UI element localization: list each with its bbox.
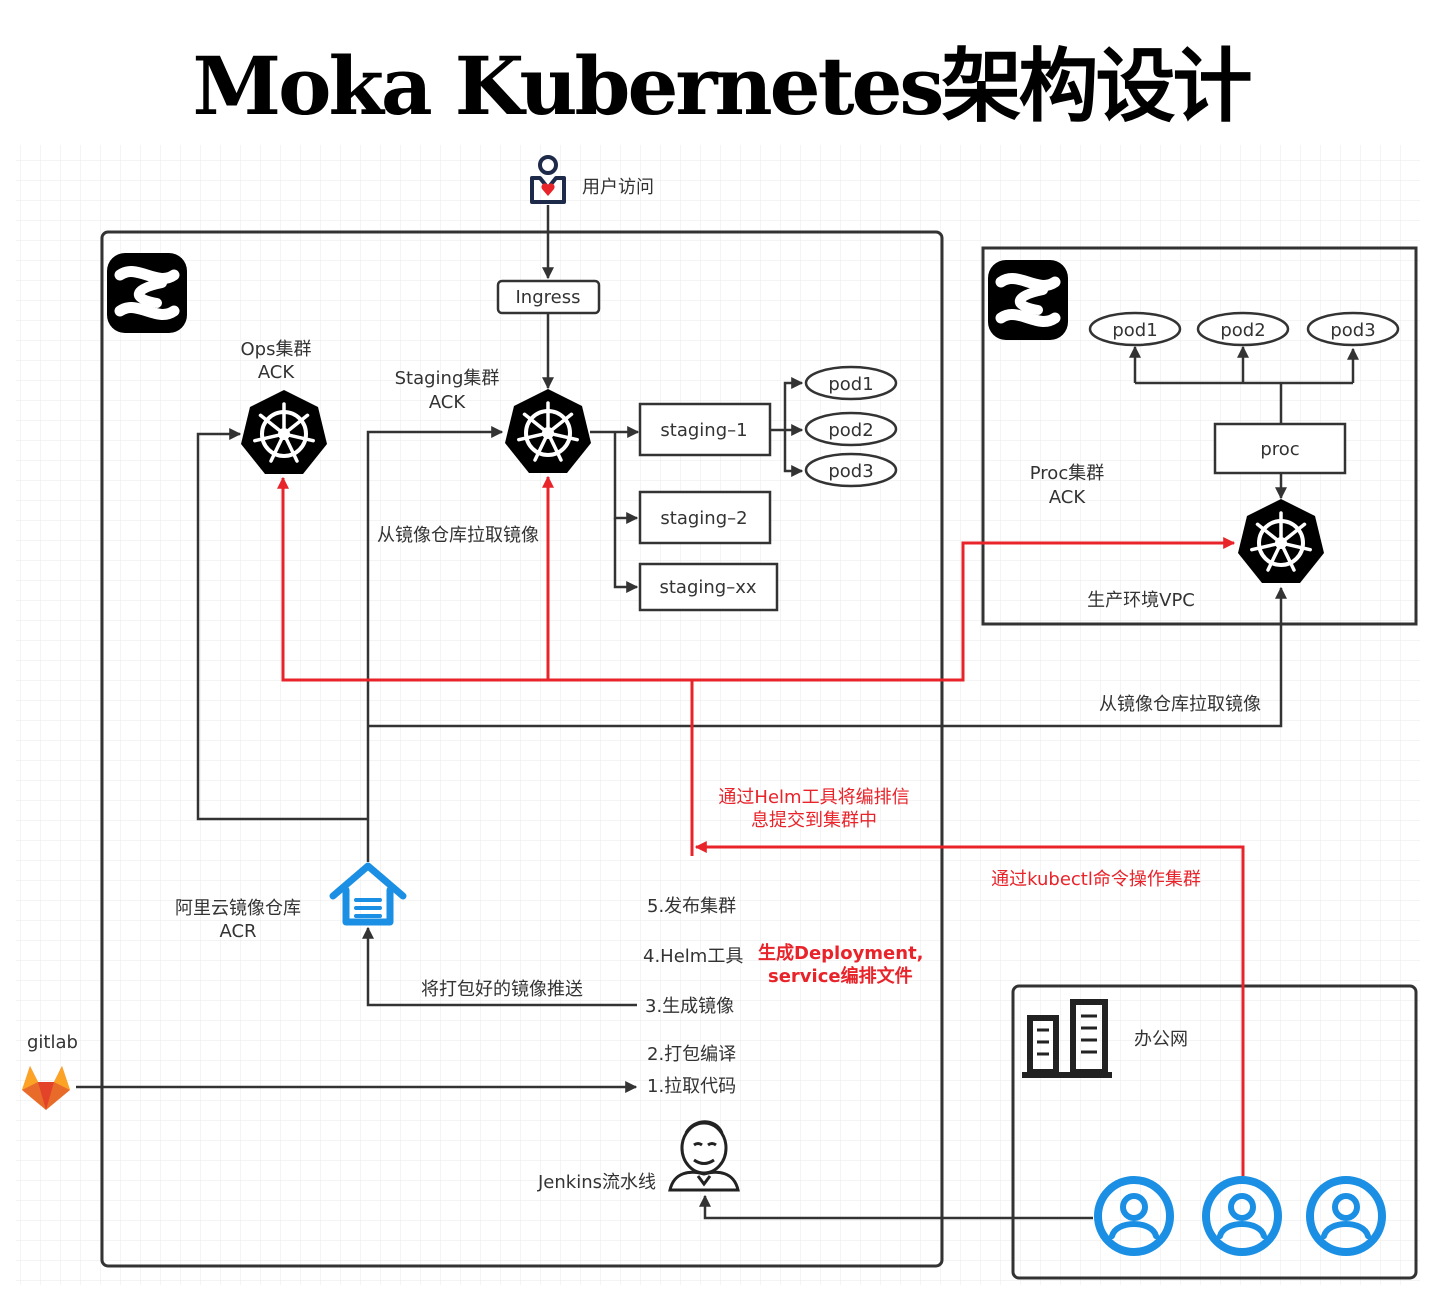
aliyun-logo-icon: [107, 253, 187, 333]
proc-pod2: [1196, 311, 1290, 347]
staging-1-label: staging–1: [660, 420, 747, 441]
office-label: 办公网: [1134, 1029, 1188, 1050]
ops-cluster-label: Ops集群: [241, 339, 312, 360]
proc-pod1-label: pod1: [1112, 320, 1157, 341]
proc-pod3-label: pod3: [1330, 320, 1375, 341]
proc-label: proc: [1260, 439, 1299, 460]
step5-label: 5.发布集群: [647, 896, 736, 917]
proc-cluster-label: Proc集群: [1030, 463, 1104, 484]
staging-ack-label: ACK: [429, 392, 467, 413]
staging-pod3-label: pod3: [828, 461, 873, 482]
proc-ack-label: ACK: [1049, 487, 1087, 508]
page-title: Moka Kubernetes架构设计: [192, 39, 1253, 133]
gitlab-label: gitlab: [27, 1032, 78, 1053]
office-box: [1011, 984, 1418, 1280]
gen-manifest-label: 生成Deployment,: [758, 942, 924, 964]
prod-vpc-label: 生产环境VPC: [1087, 590, 1195, 611]
step4-label: 4.Helm工具: [643, 946, 743, 967]
building-icon: [1022, 999, 1112, 1078]
jenkins-butler-icon: [668, 1120, 740, 1192]
proc-box: [1213, 422, 1347, 475]
staging-2-label: staging–2: [660, 508, 747, 529]
proc-pod3: [1306, 311, 1400, 347]
user-shield-icon: [530, 155, 566, 204]
house-registry-icon: [329, 862, 407, 926]
staging-pod1: [804, 365, 898, 401]
user-access-label: 用户访问: [582, 177, 654, 198]
staging-pod3: [804, 452, 898, 488]
aliyun-logo-icon: [988, 260, 1068, 340]
staging-xx-box: [638, 562, 779, 612]
staging-pod2-label: pod2: [828, 420, 873, 441]
ingress-label: Ingress: [516, 287, 581, 308]
staging-pod2: [804, 411, 898, 447]
step1-label: 1.拉取代码: [647, 1076, 736, 1097]
helm-submit-label: 息提交到集群中: [751, 810, 877, 831]
pull-image-label: 从镜像仓库拉取镜像: [1099, 694, 1261, 715]
prod-vpc-box: [981, 246, 1418, 626]
pull-image-label: 从镜像仓库拉取镜像: [377, 525, 539, 546]
step3-label: 3.生成镜像: [645, 996, 734, 1017]
kubectl-label: 通过kubectl命令操作集群: [991, 869, 1201, 890]
ingress-box: [496, 279, 601, 315]
staging-xx-label: staging–xx: [659, 577, 756, 598]
proc-pod2-label: pod2: [1220, 320, 1265, 341]
proc-pod1: [1088, 311, 1182, 347]
push-image-label: 将打包好的镜像推送: [421, 979, 583, 1000]
aliyun-vpc-box: [100, 230, 944, 1268]
staging-pod1-label: pod1: [828, 374, 873, 395]
ops-ack-label: ACK: [258, 362, 296, 383]
staging-2-box: [638, 490, 772, 545]
staging-1-box: [638, 402, 772, 457]
gen-manifest-label: service编排文件: [768, 965, 913, 987]
acr-label: ACR: [219, 921, 256, 942]
gitlab-fox-icon: [22, 1066, 70, 1110]
acr-label: 阿里云镜像仓库: [175, 898, 301, 919]
helm-submit-label: 通过Helm工具将编排信: [718, 787, 909, 808]
jenkins-label: Jenkins流水线: [537, 1172, 656, 1193]
step2-label: 2.打包编译: [647, 1044, 736, 1065]
staging-cluster-label: Staging集群: [395, 368, 500, 389]
